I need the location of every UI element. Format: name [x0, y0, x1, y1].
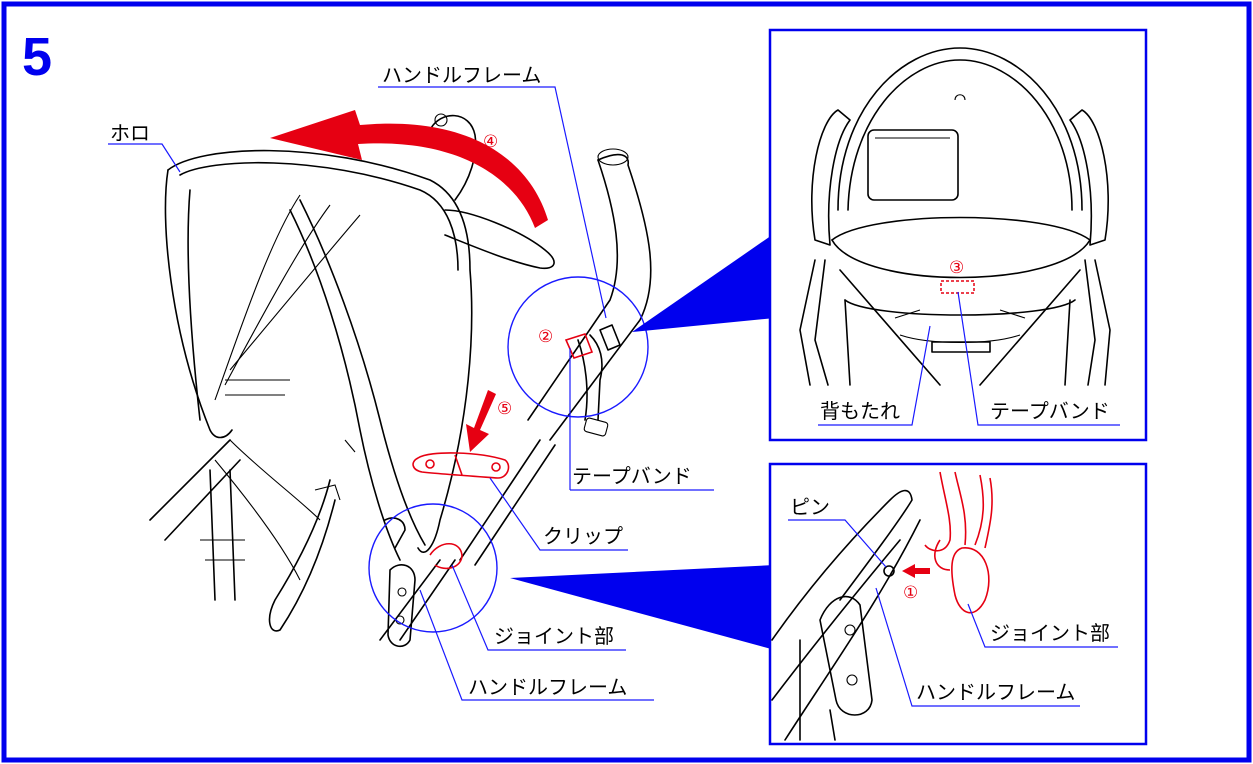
label-handle-frame-bottom: ハンドルフレーム: [468, 677, 627, 699]
label-joint-inset: ジョイント部: [990, 622, 1110, 645]
joint-highlight: [429, 542, 463, 570]
label-pin-group: ピン: [788, 497, 887, 568]
label-clip: クリップ: [543, 525, 623, 548]
zoom-circle-joint: [368, 503, 498, 633]
clip-part: [412, 452, 510, 479]
zoom-circle-tape: [507, 276, 649, 418]
zoom-wedge-bottom: [510, 565, 775, 650]
label-clip-group: クリップ: [489, 477, 628, 551]
tape-band-highlight: [564, 333, 594, 359]
label-joint-inset-group: ジョイント部: [967, 603, 1118, 648]
step-number: 5: [22, 27, 52, 87]
label-joint-main-group: ジョイント部: [451, 564, 626, 651]
label-handle-frame-top-group: ハンドルフレーム: [378, 65, 607, 319]
down-arrow: [466, 390, 496, 452]
step-5-marker: ⑤: [497, 399, 512, 419]
label-hood-group: ホロ: [108, 123, 181, 173]
label-handle-frame-bottom-group: ハンドルフレーム: [419, 589, 654, 701]
label-tape-band-main: テープバンド: [572, 466, 692, 488]
step-3-marker: ③: [949, 258, 964, 278]
label-backrest-group: 背もたれ: [818, 325, 931, 426]
label-handle-frame-top: ハンドルフレーム: [382, 65, 541, 87]
zoom-wedge-top: [632, 233, 775, 332]
rotate-arrow: [270, 110, 548, 228]
inset-backrest-drawing: [799, 47, 1111, 386]
label-handle-frame-inset: ハンドルフレーム: [916, 682, 1075, 704]
inset-joint-drawing: [771, 489, 921, 741]
step-4-marker: ④: [483, 132, 498, 152]
label-backrest: 背もたれ: [820, 400, 900, 423]
label-pin: ピン: [790, 497, 830, 519]
label-joint-main: ジョイント部: [494, 625, 614, 648]
label-tape-band-inset-group: テープバンド: [957, 291, 1120, 426]
step-1-marker: ①: [903, 583, 918, 603]
inset-joint-red-part: [902, 471, 993, 614]
tape-band-location-marker: [940, 280, 975, 294]
step-2-marker: ②: [538, 327, 553, 347]
label-tape-band-main-group: テープバンド: [569, 348, 714, 491]
label-tape-band-inset: テープバンド: [990, 401, 1110, 423]
label-handle-frame-inset-group: ハンドルフレーム: [875, 587, 1080, 707]
label-hood: ホロ: [110, 123, 150, 145]
stroller-illustration: [149, 113, 652, 648]
